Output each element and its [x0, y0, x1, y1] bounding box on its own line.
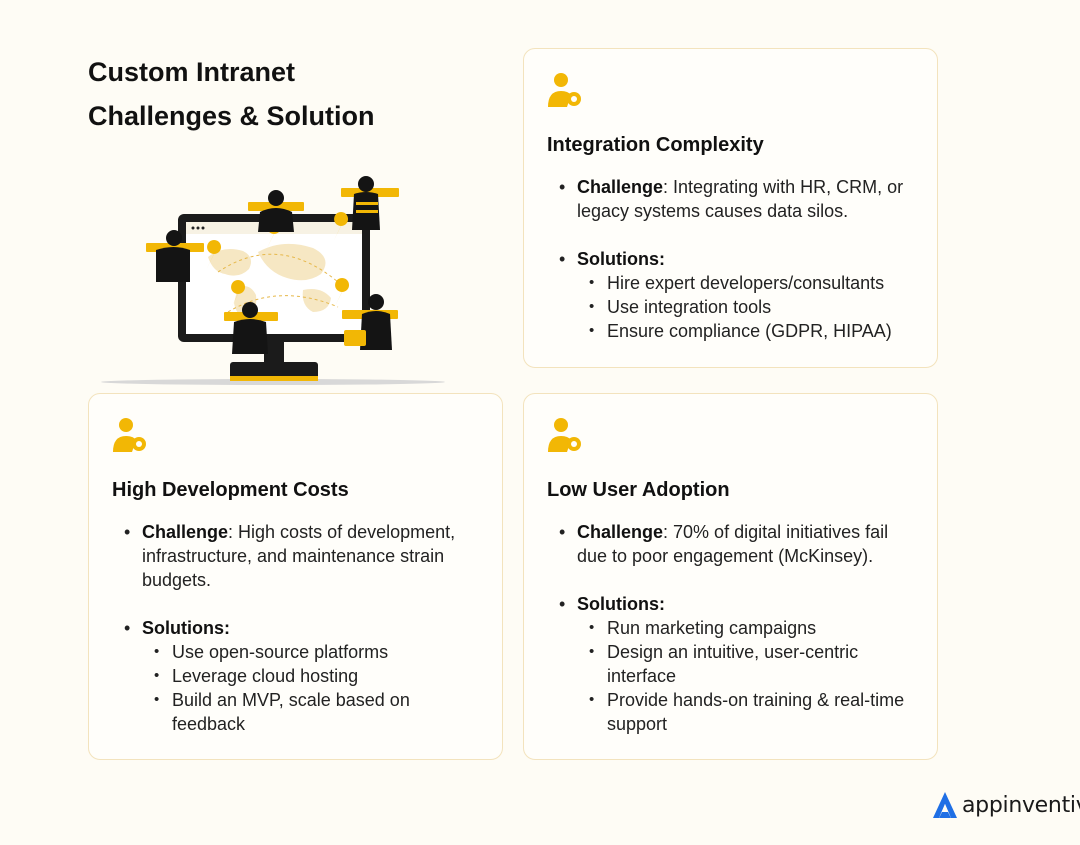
solutions-list: Hire expert developers/consultants Use i… [577, 271, 914, 343]
challenge-solution-list: Challenge: Integrating with HR, CRM, or … [547, 175, 914, 343]
high-development-costs-card: High Development Costs Challenge: High c… [88, 393, 503, 760]
user-gear-icon [113, 418, 146, 452]
card-heading: Low User Adoption [547, 479, 730, 501]
appinventiv-logo-icon [933, 792, 957, 818]
low-user-adoption-card: Low User Adoption Challenge: 70% of digi… [523, 393, 938, 760]
challenge-label: Challenge [142, 522, 229, 542]
page-title-line-2: Challenges & Solution [88, 101, 375, 131]
solutions-list: Use open-source platforms Leverage cloud… [142, 640, 479, 736]
card-heading: Integration Complexity [547, 134, 764, 156]
challenge-solution-list: Challenge: High costs of development, in… [112, 520, 479, 736]
solution-item: Leverage cloud hosting [142, 664, 479, 688]
integration-complexity-card: Integration Complexity Challenge: Integr… [523, 48, 938, 368]
solutions-list: Run marketing campaigns Design an intuit… [577, 616, 914, 736]
page-title: Custom Intranet Challenges & Solution [88, 50, 375, 138]
solutions-label: Solutions: [142, 618, 230, 638]
solution-item: Use open-source platforms [142, 640, 479, 664]
solutions-item: Solutions: Hire expert developers/consul… [547, 247, 914, 343]
solution-item: Use integration tools [577, 295, 914, 319]
challenge-text: : High costs of development, infrastruct… [142, 522, 456, 590]
solution-item: Ensure compliance (GDPR, HIPAA) [577, 319, 914, 343]
challenge-label: Challenge [577, 177, 664, 197]
challenge-text: : Integrating with HR, CRM, or legacy sy… [577, 177, 904, 221]
solution-item: Build an MVP, scale based on feedback [142, 688, 479, 736]
solution-item: Provide hands-on training & real-time su… [577, 688, 914, 736]
challenge-text: : 70% of digital initiatives fail due to… [577, 522, 889, 566]
solution-item: Design an intuitive, user-centric interf… [577, 640, 914, 688]
card-heading: High Development Costs [112, 479, 349, 501]
logo-text: appinventiv [962, 792, 1080, 818]
solutions-label: Solutions: [577, 249, 665, 269]
appinventiv-logo: appinventiv [931, 790, 1080, 820]
user-gear-icon [548, 418, 581, 452]
challenge-label: Challenge [577, 522, 664, 542]
solutions-label: Solutions: [577, 594, 665, 614]
user-gear-icon [548, 73, 581, 107]
remote-team-illustration [101, 176, 445, 385]
challenge-solution-list: Challenge: 70% of digital initiatives fa… [547, 520, 914, 736]
solutions-item: Solutions: Run marketing campaigns Desig… [547, 592, 914, 736]
challenge-item: Challenge: Integrating with HR, CRM, or … [547, 175, 914, 223]
page-title-line-1: Custom Intranet [88, 57, 296, 87]
challenge-item: Challenge: 70% of digital initiatives fa… [547, 520, 914, 568]
challenge-item: Challenge: High costs of development, in… [112, 520, 479, 592]
solution-item: Hire expert developers/consultants [577, 271, 914, 295]
solutions-item: Solutions: Use open-source platforms Lev… [112, 616, 479, 736]
solution-item: Run marketing campaigns [577, 616, 914, 640]
